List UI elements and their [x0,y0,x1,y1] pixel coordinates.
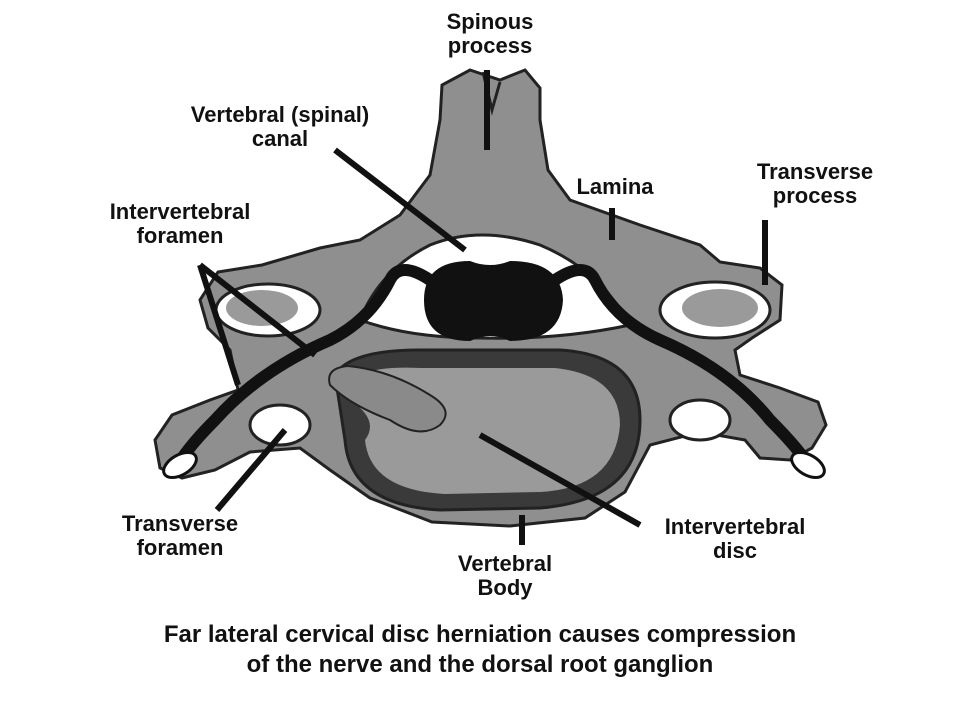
label-transverse-process: Transverse process [725,160,905,208]
pointer-vertebral-canal [333,147,467,253]
label-spinous-process: Spinous process [420,10,560,58]
label-transverse-foramen: Transverse foramen [90,512,270,560]
transverse-foramen-left [248,403,312,447]
label-transverse-process-line1: Transverse [756,159,874,184]
label-transverse-foramen-line2: foramen [136,535,224,560]
label-lamina: Lamina [560,175,670,199]
caption-line2: of the nerve and the dorsal root ganglio… [246,651,714,678]
pointer-transverse-foramen [214,428,288,512]
label-spinous-process-line1: Spinous [446,9,534,34]
transverse-foramen-right [668,398,732,442]
label-intervertebral-disc-line1: Intervertebral [664,514,806,539]
label-intervertebral-foramen-line2: foramen [136,223,224,248]
label-vertebral-canal: Vertebral (spinal) canal [150,103,410,151]
label-vertebral-canal-line2: canal [251,126,309,151]
transverse-process-hole-right-inner [682,289,758,327]
nerve-end-right [790,451,826,479]
label-vertebral-body-line1: Vertebral [457,551,553,576]
label-vertebral-canal-line1: Vertebral (spinal) [190,102,370,127]
pointer-intervertebral-foramen-a [197,264,241,386]
pointer-intervertebral-disc [478,432,642,528]
label-lamina-text: Lamina [576,174,654,199]
spinal-cord [423,260,564,342]
label-intervertebral-foramen: Intervertebral foramen [70,200,290,248]
label-spinous-process-line2: process [447,33,533,58]
nerve-root-left [169,264,436,476]
label-transverse-process-line2: process [772,183,858,208]
nerve-root-right [549,264,818,476]
label-vertebral-body-line2: Body [477,575,533,600]
label-intervertebral-disc-line2: disc [712,538,758,563]
label-vertebral-body: Vertebral Body [430,552,580,600]
nerve-end-left [162,451,198,479]
pointer-intervertebral-foramen-b [198,262,317,358]
label-transverse-foramen-line1: Transverse [121,511,239,536]
label-intervertebral-foramen-line1: Intervertebral [109,199,251,224]
disc-herniation [328,364,447,433]
caption-line1: Far lateral cervical disc herniation cau… [163,621,797,648]
figure-caption: Far lateral cervical disc herniation cau… [60,620,900,680]
label-intervertebral-disc: Intervertebral disc [625,515,845,563]
